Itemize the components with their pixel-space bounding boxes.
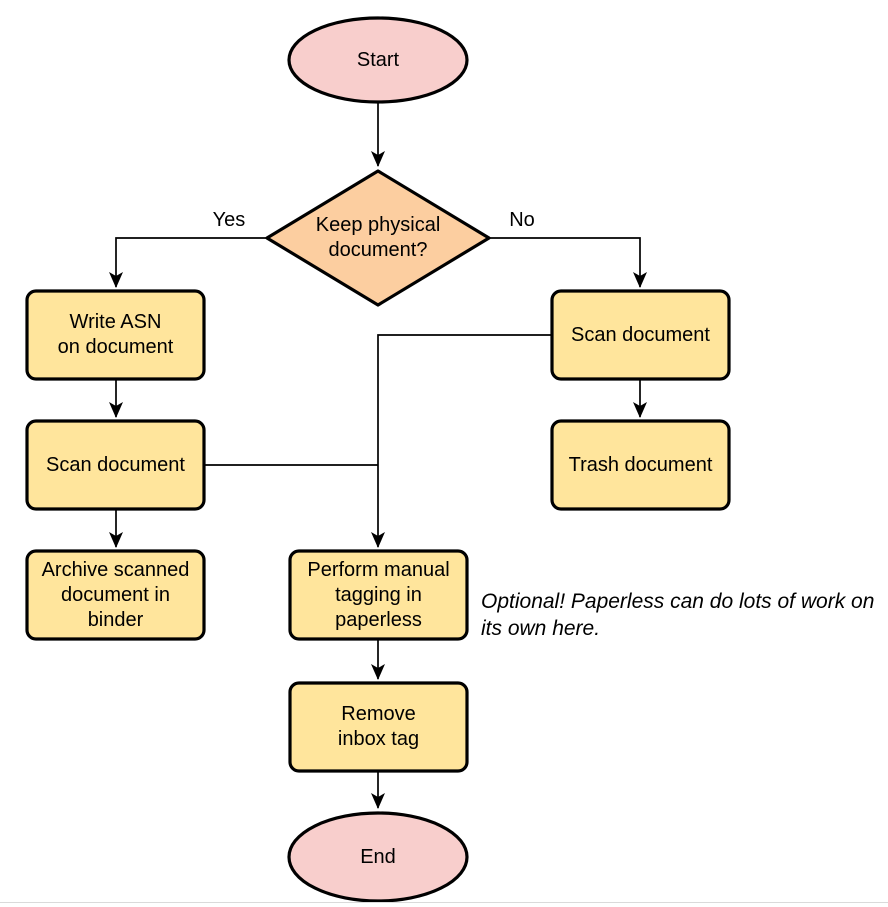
manual-tagging-box: [288, 549, 469, 641]
scan-document-left-box: [25, 419, 206, 511]
optional-annotation: Optional! Paperless can do lots of work …: [481, 590, 875, 640]
yes-edge-label: Yes: [212, 209, 246, 231]
remove-inbox-tag-box: [288, 681, 469, 773]
no-edge-label: No: [509, 209, 535, 231]
start-ellipse: [287, 16, 469, 104]
end-ellipse: [287, 811, 469, 903]
bottom-divider-line: [0, 902, 888, 903]
edge-scanright-to-tagging: [371, 334, 552, 548]
scan-document-right-box: [550, 289, 731, 381]
edge-decision-no: [489, 237, 647, 288]
edge-decision-yes: [109, 237, 267, 288]
decision-diamond: [265, 169, 491, 307]
write-asn-box: [25, 289, 206, 381]
archive-box: [25, 549, 206, 641]
trash-document-box: [550, 419, 731, 511]
